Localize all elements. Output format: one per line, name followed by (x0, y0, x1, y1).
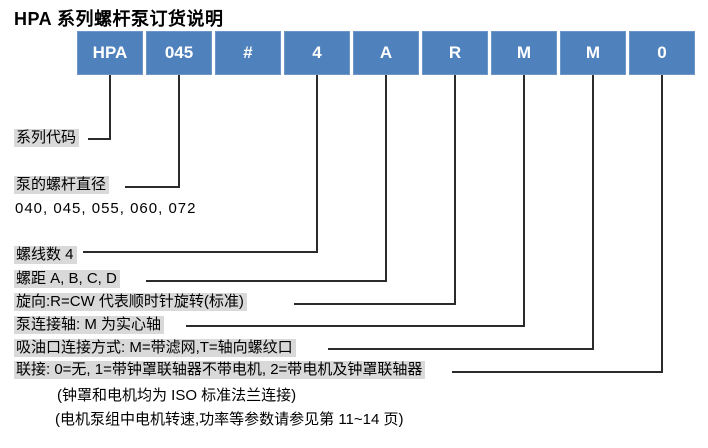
legend-suction: 吸油口连接方式: M=带滤网,T=轴向螺纹口 (14, 339, 296, 357)
legend-rotation: 旋向:R=CW 代表顺时针旋转(标准) (14, 293, 247, 311)
connector-shaft-horizontal (186, 325, 525, 327)
code-box-suction: M (560, 31, 626, 75)
legend-series-code-text: 系列代码 (14, 129, 80, 147)
connector-suction-vertical (592, 75, 594, 349)
legend-screw-diameter: 泵的螺杆直径 (14, 176, 110, 194)
note-flange: (钟罩和电机均为 ISO 标准法兰连接) (57, 387, 297, 404)
legend-screw-diameter-text: 泵的螺杆直径 (14, 176, 110, 194)
connector-pitch-horizontal (146, 280, 387, 282)
connector-rotation-vertical (454, 75, 456, 304)
legend-pitch-text: 螺距 A, B, C, D (14, 270, 120, 288)
code-box-coupling: 0 (629, 31, 695, 75)
legend-thread-count-text: 螺线数 4 (14, 246, 77, 264)
code-box-rotation: R (422, 31, 488, 75)
legend-coupling-text: 联接: 0=无, 1=带钟罩联轴器不带电机, 2=带电机及钟罩联轴器 (14, 361, 426, 379)
connector-series-vertical (109, 75, 111, 139)
connector-series-horizontal (88, 138, 111, 140)
page-title: HPA 系列螺杆泵订货说明 (14, 9, 224, 29)
legend-thread-count: 螺线数 4 (14, 246, 77, 264)
connector-coupling-horizontal (452, 371, 663, 373)
code-box-hash: # (215, 31, 281, 75)
code-box-series: HPA (77, 31, 143, 75)
order-code-boxes: HPA 045 # 4 A R M M 0 (77, 31, 695, 75)
legend-pitch: 螺距 A, B, C, D (14, 270, 120, 288)
legend-series-code: 系列代码 (14, 129, 80, 147)
legend-shaft: 泵连接轴: M 为实心轴 (14, 316, 164, 334)
connector-shaft-vertical (523, 75, 525, 326)
connector-diameter-horizontal (125, 186, 180, 188)
legend-shaft-text: 泵连接轴: M 为实心轴 (14, 316, 164, 334)
legend-suction-text: 吸油口连接方式: M=带滤网,T=轴向螺纹口 (14, 339, 296, 357)
legend-coupling: 联接: 0=无, 1=带钟罩联轴器不带电机, 2=带电机及钟罩联轴器 (14, 361, 426, 379)
connector-rotation-horizontal (294, 303, 456, 305)
code-box-pitch: A (353, 31, 419, 75)
legend-diameter-options: 040, 045, 055, 060, 072 (15, 200, 197, 217)
connector-threads-horizontal (83, 251, 318, 253)
connector-suction-horizontal (328, 348, 594, 350)
code-box-threads: 4 (284, 31, 350, 75)
legend-rotation-text: 旋向:R=CW 代表顺时针旋转(标准) (14, 293, 247, 311)
code-box-shaft: M (491, 31, 557, 75)
connector-diameter-vertical (178, 75, 180, 187)
connector-coupling-vertical (661, 75, 663, 372)
connector-threads-vertical (316, 75, 318, 252)
note-pages: (电机泵组中电机转速,功率等参数请参见第 11~14 页) (55, 411, 404, 428)
connector-pitch-vertical (385, 75, 387, 281)
code-box-diameter: 045 (146, 31, 212, 75)
